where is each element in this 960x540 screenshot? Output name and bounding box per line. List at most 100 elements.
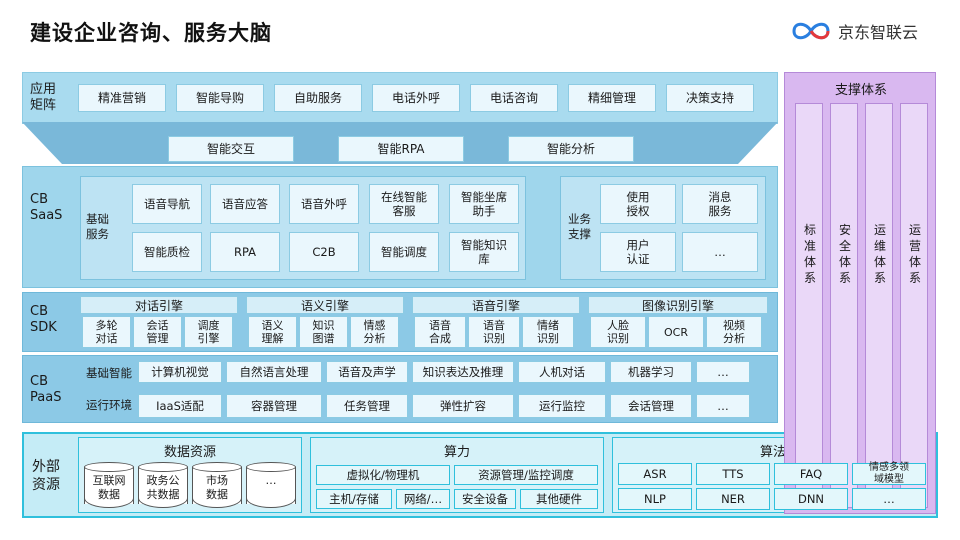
app-matrix-label-text: 应用 矩阵: [30, 82, 57, 113]
sdk-engine-item: 情绪 识别: [522, 316, 574, 348]
support-column: 标 准 体 系: [795, 103, 823, 508]
algo-item: TTS: [696, 463, 770, 485]
sdk-engine-item: OCR: [648, 316, 704, 348]
paas-runtime-item: 运行监控: [518, 394, 606, 418]
support-column: 运 维 体 系: [865, 103, 893, 508]
support-system-title: 支撑体系: [834, 83, 887, 98]
saas-label: CB SaaS: [30, 192, 62, 224]
support-system-panel: 支撑体系 标 准 体 系 安 全 体 系 运 维 体 系 运 营 体 系: [784, 72, 936, 514]
paas-capability-item: 语音及声学: [326, 361, 408, 383]
paas-runtime-item: 会话管理: [610, 394, 692, 418]
sdk-label-text: CB SDK: [30, 304, 57, 335]
algo-item: FAQ: [774, 463, 848, 485]
cylinder-top: [138, 462, 188, 472]
logo: 京东智联云: [790, 18, 918, 44]
basic-service-item: 智能知识 库: [449, 232, 519, 272]
support-column: 安 全 体 系: [830, 103, 858, 508]
biz-support-item: …: [682, 232, 758, 272]
paas-runtime-item: 容器管理: [226, 394, 322, 418]
sdk-engine-item: 人脸 识别: [590, 316, 646, 348]
paas-row1-label: 基础智能: [86, 366, 132, 380]
sdk-engine-item: 调度 引擎: [184, 316, 233, 348]
compute-title: 算力: [443, 445, 470, 460]
compute-item: 资源管理/监控调度: [454, 465, 598, 485]
sdk-engine-item: 知识 图谱: [299, 316, 348, 348]
compute-item: 主机/存储: [316, 489, 392, 509]
cylinder-bottom: [246, 498, 296, 508]
basic-service-item: 语音应答: [210, 184, 280, 224]
app-matrix-item: 精准营销: [78, 84, 166, 112]
biz-support-item: 用户 认证: [600, 232, 676, 272]
algo-title: 算法: [759, 445, 786, 460]
basic-service-item: 语音外呼: [289, 184, 359, 224]
app-matrix-item: 智能导购: [176, 84, 264, 112]
paas-label: CB PaaS: [30, 374, 61, 406]
app-matrix-item: 电话外呼: [372, 84, 460, 112]
paas-capability-item: 自然语言处理: [226, 361, 322, 383]
paas-capability-item: …: [696, 361, 750, 383]
paas-runtime-item: 任务管理: [326, 394, 408, 418]
sdk-engine-item: 语音 合成: [414, 316, 466, 348]
sdk-engine-item: 会话 管理: [133, 316, 182, 348]
basic-service-item: 语音导航: [132, 184, 202, 224]
external-label-text: 外部 资源: [32, 459, 60, 493]
basic-service-item: 智能坐席 助手: [449, 184, 519, 224]
sdk-engine-item: 情感 分析: [350, 316, 399, 348]
database-cylinder: 互联网 数据: [84, 462, 134, 508]
sdk-group-header: 语义引擎: [246, 296, 404, 314]
support-column-label: 运 维 体 系: [873, 223, 886, 285]
support-column-label: 安 全 体 系: [838, 223, 851, 285]
data-resource-label: 市场 数据: [206, 474, 228, 501]
biz-support-item: 消息 服务: [682, 184, 758, 224]
cylinder-top: [246, 462, 296, 472]
data-resource-label: 互联网 数据: [92, 474, 126, 501]
data-resources-title: 数据资源: [163, 445, 216, 460]
algo-item: ASR: [618, 463, 692, 485]
sdk-group-header: 对话引擎: [80, 296, 238, 314]
algo-item: …: [852, 488, 926, 510]
saas-label-text: CB SaaS: [30, 192, 63, 223]
sdk-group-header: 语音引擎: [412, 296, 580, 314]
app-matrix-item: 自助服务: [274, 84, 362, 112]
compute-item: 网络/…: [396, 489, 450, 509]
cylinder-top: [84, 462, 134, 472]
compute-item: 虚拟化/物理机: [316, 465, 450, 485]
compute-item: 其他硬件: [520, 489, 598, 509]
paas-label-text: CB PaaS: [30, 374, 62, 405]
cylinder-top: [192, 462, 242, 472]
sdk-engine-item: 语音 识别: [468, 316, 520, 348]
biz-support-item: 使用 授权: [600, 184, 676, 224]
support-column-label: 运 营 体 系: [908, 223, 921, 285]
sdk-engine-item: 多轮 对话: [82, 316, 131, 348]
database-cylinder: 市场 数据: [192, 462, 242, 508]
paas-capability-item: 计算机视觉: [138, 361, 222, 383]
basic-service-item: 在线智能 客服: [369, 184, 439, 224]
algo-item: NER: [696, 488, 770, 510]
data-resource-label: 政务公 共数据: [146, 474, 180, 501]
support-column: 运 营 体 系: [900, 103, 928, 508]
algo-item: DNN: [774, 488, 848, 510]
app-matrix-item: 精细管理: [568, 84, 656, 112]
database-cylinder: …: [246, 462, 296, 508]
page-title: 建设企业咨询、服务大脑: [30, 21, 272, 45]
algo-item: 情感多领 域模型: [852, 462, 926, 485]
basic-service-item: 智能调度: [369, 232, 439, 272]
logo-text: 京东智联云: [838, 23, 919, 42]
algo-item: NLP: [618, 488, 692, 510]
biz-support-label: 业务 支撑: [568, 212, 591, 241]
app-matrix-item: 决策支持: [666, 84, 754, 112]
sdk-group-header: 图像识别引擎: [588, 296, 768, 314]
paas-runtime-item: 弹性扩容: [412, 394, 514, 418]
intel-item: 智能分析: [508, 136, 634, 162]
paas-runtime-item: IaaS适配: [138, 394, 222, 418]
data-resource-label: …: [265, 474, 277, 487]
app-matrix-item: 电话咨询: [470, 84, 558, 112]
external-label: 外部 资源: [32, 458, 60, 494]
paas-runtime-item: …: [696, 394, 750, 418]
intel-item: 智能RPA: [338, 136, 464, 162]
paas-capability-item: 知识表达及推理: [412, 361, 514, 383]
intel-item: 智能交互: [168, 136, 294, 162]
compute-item: 安全设备: [454, 489, 516, 509]
basic-service-item: C2B: [289, 232, 359, 272]
basic-services-label: 基础 服务: [86, 212, 109, 241]
